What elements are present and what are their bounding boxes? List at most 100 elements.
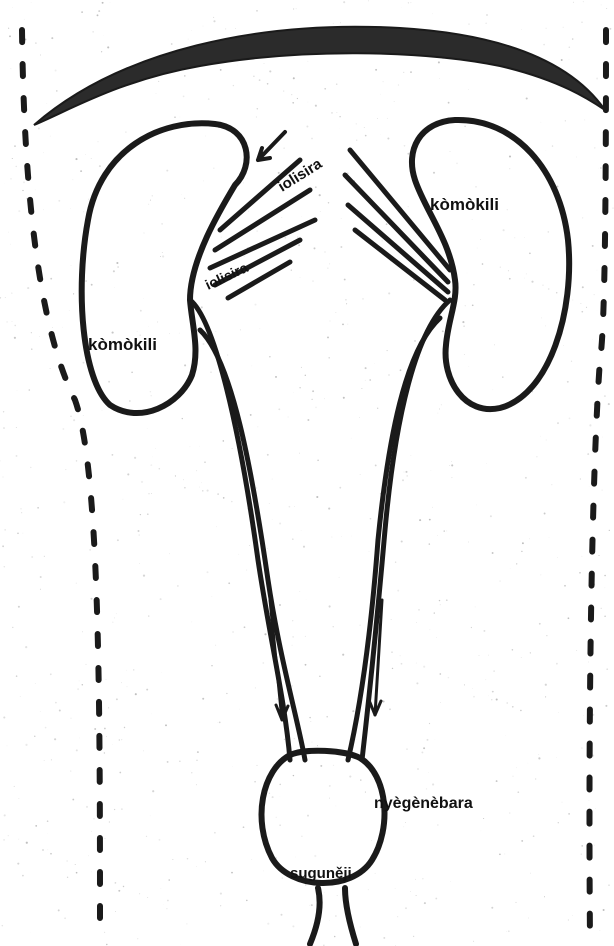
speckle-dot	[414, 340, 415, 341]
speckle-dot	[589, 800, 590, 801]
speckle-dot	[479, 655, 480, 656]
speckle-dot	[551, 484, 552, 485]
speckle-dot	[213, 167, 214, 168]
speckle-dot	[102, 2, 104, 4]
speckle-dot	[361, 388, 362, 389]
speckle-dot	[113, 270, 115, 272]
speckle-dot	[121, 739, 122, 740]
speckle-dot	[199, 446, 200, 447]
speckle-dot	[70, 416, 71, 417]
speckle-dot	[408, 206, 409, 207]
speckle-dot	[99, 165, 101, 167]
speckle-dot	[437, 413, 438, 414]
speckle-dot	[530, 652, 531, 653]
speckle-dot	[558, 822, 559, 823]
speckle-dot	[538, 754, 539, 755]
speckle-dot	[301, 836, 302, 837]
speckle-dot	[572, 915, 573, 916]
speckle-dot	[98, 141, 99, 142]
speckle-dot	[549, 537, 550, 538]
speckle-dot	[244, 626, 246, 628]
speckle-dot	[329, 605, 331, 607]
speckle-dot	[300, 278, 301, 279]
speckle-dot	[292, 685, 293, 686]
speckle-dot	[569, 418, 571, 420]
speckle-dot	[5, 297, 6, 298]
speckle-dot	[542, 284, 543, 285]
speckle-dot	[204, 461, 206, 463]
speckle-dot	[28, 389, 30, 391]
speckle-dot	[496, 780, 498, 782]
speckle-dot	[264, 63, 265, 64]
speckle-dot	[285, 237, 287, 239]
speckle-dot	[528, 763, 529, 764]
speckle-dot	[486, 463, 487, 464]
speckle-dot	[276, 817, 277, 818]
speckle-dot	[380, 94, 381, 95]
speckle-dot	[509, 155, 511, 157]
speckle-dot	[568, 919, 569, 920]
speckle-dot	[451, 461, 452, 462]
speckle-dot	[86, 806, 88, 808]
speckle-dot	[298, 244, 300, 246]
speckle-dot	[320, 765, 322, 767]
speckle-dot	[19, 798, 20, 799]
speckle-dot	[139, 563, 140, 564]
speckle-dot	[186, 923, 187, 924]
speckle-dot	[148, 326, 149, 327]
speckle-dot	[50, 853, 52, 855]
speckle-dot	[55, 70, 57, 72]
bladder	[262, 751, 385, 883]
speckle-dot	[462, 321, 464, 323]
speckle-dot	[336, 806, 337, 807]
speckle-dot	[189, 446, 190, 447]
speckle-dot	[3, 411, 4, 412]
label-urethra: suguněji	[290, 865, 352, 882]
speckle-dot	[423, 747, 425, 749]
speckle-dot	[213, 20, 215, 22]
speckle-dot	[552, 145, 553, 146]
speckle-dot	[439, 673, 441, 675]
speckle-dot	[217, 493, 218, 494]
speckle-dot	[184, 487, 186, 489]
speckle-dot	[422, 878, 423, 879]
speckle-dot	[483, 818, 484, 819]
speckle-dot	[496, 698, 498, 700]
speckle-dot	[301, 530, 302, 531]
speckle-dot	[160, 256, 161, 257]
speckle-dot	[140, 514, 141, 515]
speckle-dot	[544, 896, 545, 897]
speckle-dot	[108, 707, 109, 708]
speckle-dot	[184, 198, 185, 199]
speckle-dot	[387, 118, 388, 119]
speckle-dot	[435, 898, 437, 900]
speckle-dot	[159, 468, 161, 470]
speckle-dot	[594, 294, 595, 295]
speckle-dot	[312, 390, 314, 392]
speckle-dot	[450, 151, 451, 152]
speckle-dot	[309, 905, 310, 906]
speckle-dot	[563, 27, 564, 28]
speckle-dot	[50, 136, 51, 137]
speckle-dot	[278, 408, 280, 410]
speckle-dot	[279, 522, 281, 524]
speckle-dot	[31, 2, 32, 3]
speckle-dot	[365, 135, 367, 137]
speckle-dot	[121, 682, 122, 683]
speckle-dot	[51, 37, 53, 39]
speckle-dot	[91, 831, 92, 832]
speckle-dot	[306, 126, 308, 128]
speckle-dot	[257, 108, 258, 109]
speckle-dot	[104, 932, 105, 933]
speckle-dot	[134, 457, 136, 459]
speckle-dot	[80, 170, 82, 172]
speckle-dot	[202, 490, 203, 491]
speckle-dot	[76, 460, 78, 462]
speckle-dot	[207, 571, 209, 573]
speckle-dot	[294, 738, 295, 739]
speckle-dot	[20, 696, 21, 697]
speckle-dot	[201, 483, 202, 484]
speckle-dot	[377, 118, 378, 119]
speckle-dot	[365, 380, 366, 381]
speckle-dot	[292, 620, 293, 621]
